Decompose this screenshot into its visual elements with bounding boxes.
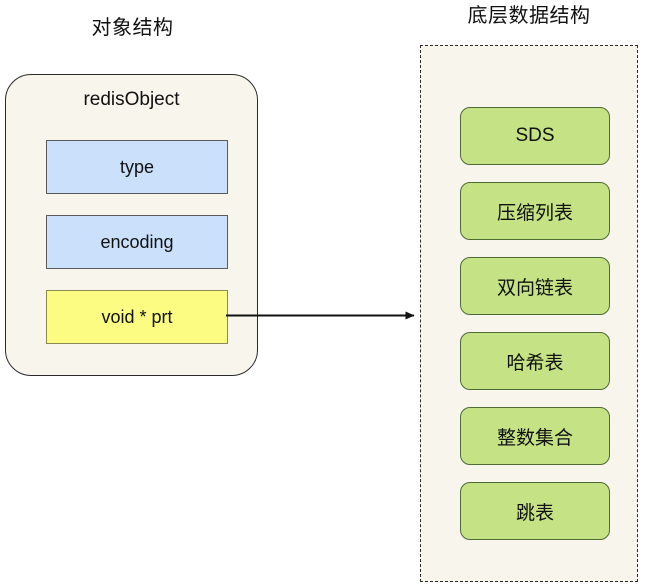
underlying-data-structure-title: 底层数据结构: [467, 5, 591, 27]
data-structure-label: 压缩列表: [496, 202, 573, 224]
data-structure-box: 压缩列表: [460, 182, 610, 240]
field-encoding: encoding: [46, 215, 228, 269]
field-void-pointer: void * prt: [46, 290, 228, 344]
data-structure-label: 双向链表: [496, 277, 573, 299]
data-structure-box: 双向链表: [460, 257, 610, 315]
data-structure-list: SDS 压缩列表双向链表哈希表整数集合跳表: [421, 46, 637, 581]
data-structure-box: 跳表: [460, 482, 610, 540]
data-structure-label: SDS: [515, 125, 555, 146]
data-structure-box: 整数集合: [460, 407, 610, 465]
redis-object-card: redisObject type encoding void * prt: [5, 74, 258, 376]
data-structure-box: 哈希表: [460, 332, 610, 390]
underlying-data-structure-panel: SDS 压缩列表双向链表哈希表整数集合跳表: [420, 45, 638, 582]
field-void-pointer-label: void * prt: [101, 306, 173, 327]
data-structure-label: 跳表: [515, 502, 554, 524]
object-structure-title: 对象结构: [91, 17, 174, 39]
redis-object-card-title: redisObject: [83, 89, 180, 110]
data-structure-label: 哈希表: [506, 352, 564, 374]
field-encoding-label: encoding: [100, 231, 174, 252]
data-structure-label: 整数集合: [496, 427, 573, 449]
field-type-label: type: [119, 156, 155, 177]
data-structure-box: SDS: [460, 107, 610, 165]
pointer-arrow-connector: [226, 311, 415, 320]
field-type: type: [46, 140, 228, 194]
